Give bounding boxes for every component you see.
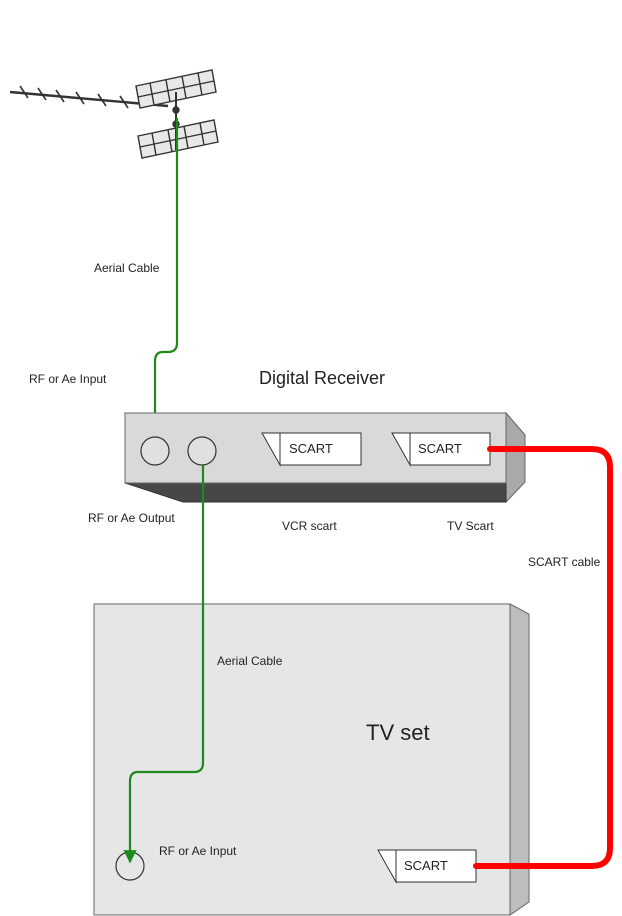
receiver-rf-input-label: RF or Ae Input (29, 372, 107, 386)
receiver-rf-output-socket (187, 436, 217, 466)
digital-receiver: SCART SCART (123, 411, 527, 504)
receiver-vcr-scart-label: SCART (289, 441, 333, 456)
receiver-tv-scart-socket (409, 432, 491, 466)
receiver-rf-input-socket (140, 436, 170, 466)
tv-scart-socket (395, 849, 477, 883)
receiver-right-face (505, 411, 526, 504)
tv-scart-caption: TV Scart (447, 519, 494, 533)
tv-title: TV set (366, 720, 430, 745)
rf-output-label: RF or Ae Output (88, 511, 175, 525)
receiver-vcr-scart-socket (279, 432, 362, 466)
tv-rf-input-label: RF or Ae Input (159, 844, 237, 858)
aerial-cable-top (148, 118, 179, 450)
aerial-cable-bottom-label: Aerial Cable (217, 654, 283, 668)
scart-cable-label: SCART cable (528, 555, 601, 569)
receiver-title: Digital Receiver (259, 368, 385, 388)
receiver-bottom-face (124, 482, 507, 503)
scart-cable (473, 446, 613, 869)
tv-scart-label: SCART (404, 858, 448, 873)
tv-set: SCART (93, 603, 530, 916)
aerial-cable-top-label: Aerial Cable (94, 261, 160, 275)
aerial-cable-bottom (123, 465, 205, 864)
tv-aerial-antenna-icon (9, 69, 219, 159)
receiver-tv-scart-label: SCART (418, 441, 462, 456)
vcr-scart-label: VCR scart (282, 519, 337, 533)
